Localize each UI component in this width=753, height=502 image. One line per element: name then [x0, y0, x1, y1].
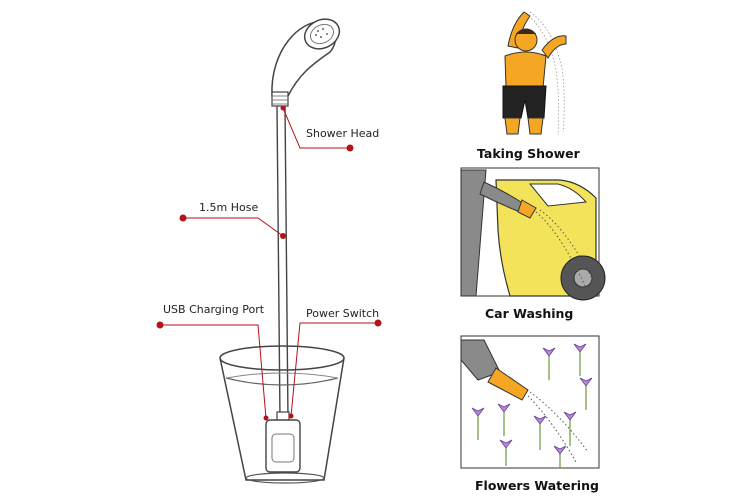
panel-car-washing: Car Washing: [460, 167, 606, 321]
callout-shower-head: Shower Head: [280, 105, 379, 152]
caption-taking-shower: Taking Shower: [477, 146, 581, 161]
callout-label-power-switch: Power Switch: [306, 307, 379, 320]
caption-car-washing: Car Washing: [485, 306, 573, 321]
callout-label-shower-head: Shower Head: [306, 127, 379, 140]
person-showering-icon: [502, 11, 567, 136]
panel-taking-shower: Taking Shower: [477, 11, 581, 161]
car-washing-illustration: [460, 167, 606, 301]
shower-head-icon: [271, 18, 341, 107]
callout-label-hose: 1.5m Hose: [199, 201, 258, 214]
callout-power-switch: Power Switch: [288, 307, 382, 419]
hose-icon: [276, 105, 289, 421]
shower-product-illustration: Shower Head 1.5m Hose USB Charging Port …: [156, 18, 382, 484]
panel-flowers-watering: Flowers Watering: [460, 335, 600, 493]
bucket-icon: [219, 345, 345, 484]
caption-flowers-watering: Flowers Watering: [475, 478, 599, 493]
pump-unit-icon: [265, 411, 301, 473]
flowers-watering-illustration: [460, 335, 600, 469]
callout-usb-port: USB Charging Port: [156, 303, 269, 421]
callout-hose: 1.5m Hose: [179, 201, 286, 239]
callout-label-usb-port: USB Charging Port: [163, 303, 265, 316]
